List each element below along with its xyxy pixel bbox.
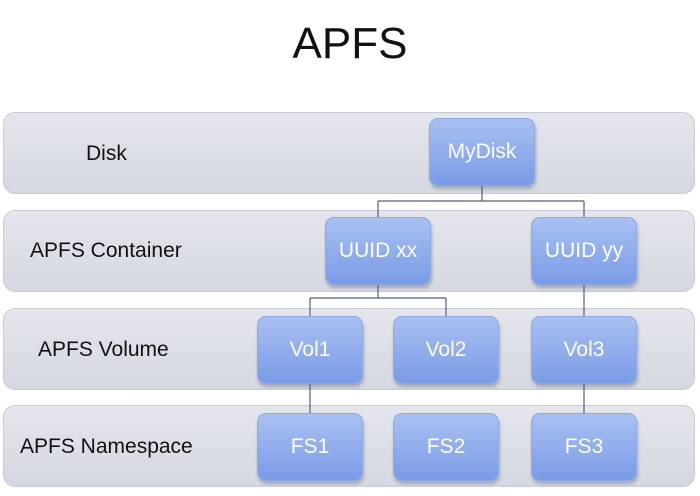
layer-label-disk: Disk [86, 142, 127, 165]
node-vol1: Vol1 [257, 316, 363, 384]
node-mydisk: MyDisk [429, 118, 535, 186]
diagram-title: APFS [292, 19, 408, 68]
layer-band-disk [3, 112, 695, 194]
layer-label-container: APFS Container [30, 239, 182, 262]
node-vol2: Vol2 [393, 316, 499, 384]
node-vol3: Vol3 [531, 316, 637, 384]
node-uuid-yy: UUID yy [531, 217, 637, 285]
node-uuid-xx: UUID xx [325, 217, 431, 285]
node-fs1: FS1 [257, 413, 363, 481]
node-fs2: FS2 [393, 413, 499, 481]
layer-label-volume: APFS Volume [38, 338, 169, 361]
layer-label-namespace: APFS Namespace [20, 435, 193, 458]
node-fs3: FS3 [531, 413, 637, 481]
